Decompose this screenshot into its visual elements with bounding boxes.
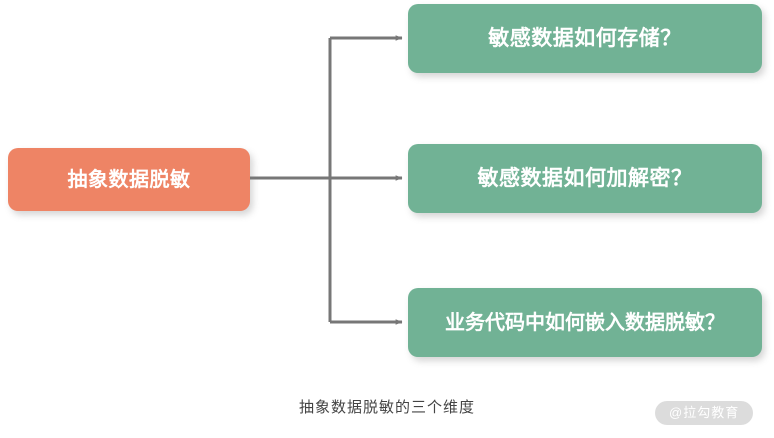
watermark-badge: @拉勾教育	[655, 401, 754, 425]
node-branch-business-code-label: 业务代码中如何嵌入数据脱敏？	[445, 311, 725, 334]
node-source-label: 抽象数据脱敏	[67, 168, 191, 191]
node-branch-business-code[interactable]: 业务代码中如何嵌入数据脱敏？	[408, 288, 762, 357]
node-branch-encryption[interactable]: 敏感数据如何加解密？	[408, 144, 762, 213]
node-branch-storage-label: 敏感数据如何存储？	[488, 26, 682, 50]
node-branch-encryption-label: 敏感数据如何加解密？	[477, 166, 693, 190]
node-branch-storage[interactable]: 敏感数据如何存储？	[408, 4, 762, 73]
node-source[interactable]: 抽象数据脱敏	[8, 148, 250, 211]
diagram-caption: 抽象数据脱敏的三个维度	[298, 399, 475, 416]
